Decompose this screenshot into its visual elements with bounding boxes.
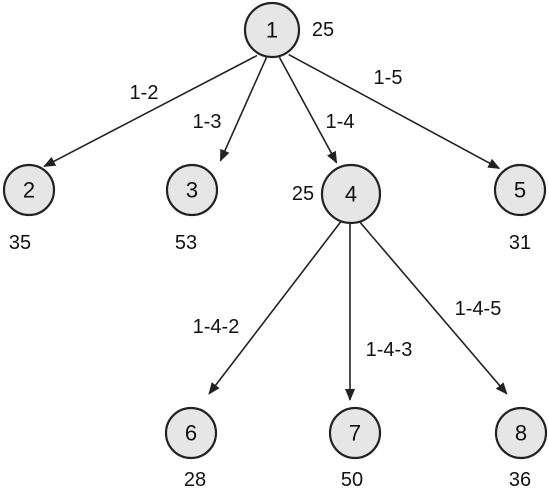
node-8-label: 8 (515, 421, 527, 446)
edge-1-4 (278, 56, 338, 164)
edge-4-8 (357, 219, 508, 395)
edge-label-4-7: 1-4-3 (366, 339, 413, 361)
node-1-label: 1 (266, 18, 278, 43)
node-6-value: 28 (184, 469, 206, 491)
node-8-circle (494, 406, 548, 460)
node-4-label: 4 (345, 182, 357, 207)
node-6: 6 28 (164, 406, 218, 491)
node-5-circle (493, 163, 547, 217)
edge-label-4-6: 1-4-2 (193, 316, 240, 338)
edge-1-2 (43, 54, 258, 168)
node-6-circle (164, 406, 218, 460)
edge-label-1-2: 1-2 (130, 82, 159, 104)
node-7: 7 50 (328, 406, 382, 491)
node-2-circle (2, 163, 56, 217)
node-3-circle (165, 163, 219, 217)
node-1-circle (243, 1, 301, 59)
node-1: 1 25 (243, 1, 334, 59)
node-7-circle (328, 406, 382, 460)
node-5: 5 31 (493, 163, 547, 254)
edge-label-1-4: 1-4 (326, 111, 355, 133)
node-1-value: 25 (312, 19, 334, 41)
node-7-value: 50 (341, 469, 363, 491)
edge-label-1-3: 1-3 (193, 111, 222, 133)
node-5-label: 5 (514, 178, 526, 203)
edge-1-5 (288, 53, 501, 170)
node-2: 2 35 (2, 163, 56, 254)
node-4: 4 25 (292, 163, 382, 225)
edge-label-1-5: 1-5 (374, 67, 403, 89)
node-3-label: 3 (186, 178, 198, 203)
node-2-label: 2 (23, 178, 35, 203)
edges (43, 53, 508, 401)
node-4-value: 25 (292, 183, 314, 205)
edge-label-4-8: 1-4-5 (455, 298, 502, 320)
node-8: 8 36 (494, 406, 548, 491)
edge-labels: 1-2 1-3 1-4 1-5 1-4-2 1-4-3 1-4-5 (130, 67, 502, 361)
node-3: 3 53 (165, 163, 219, 254)
node-3-value: 53 (175, 232, 197, 254)
node-8-value: 36 (509, 469, 531, 491)
node-5-value: 31 (509, 232, 531, 254)
node-6-label: 6 (185, 421, 197, 446)
edge-1-3 (219, 56, 268, 162)
node-4-circle (320, 163, 382, 225)
node-2-value: 35 (9, 232, 31, 254)
edge-4-6 (208, 219, 343, 395)
node-7-label: 7 (349, 421, 361, 446)
